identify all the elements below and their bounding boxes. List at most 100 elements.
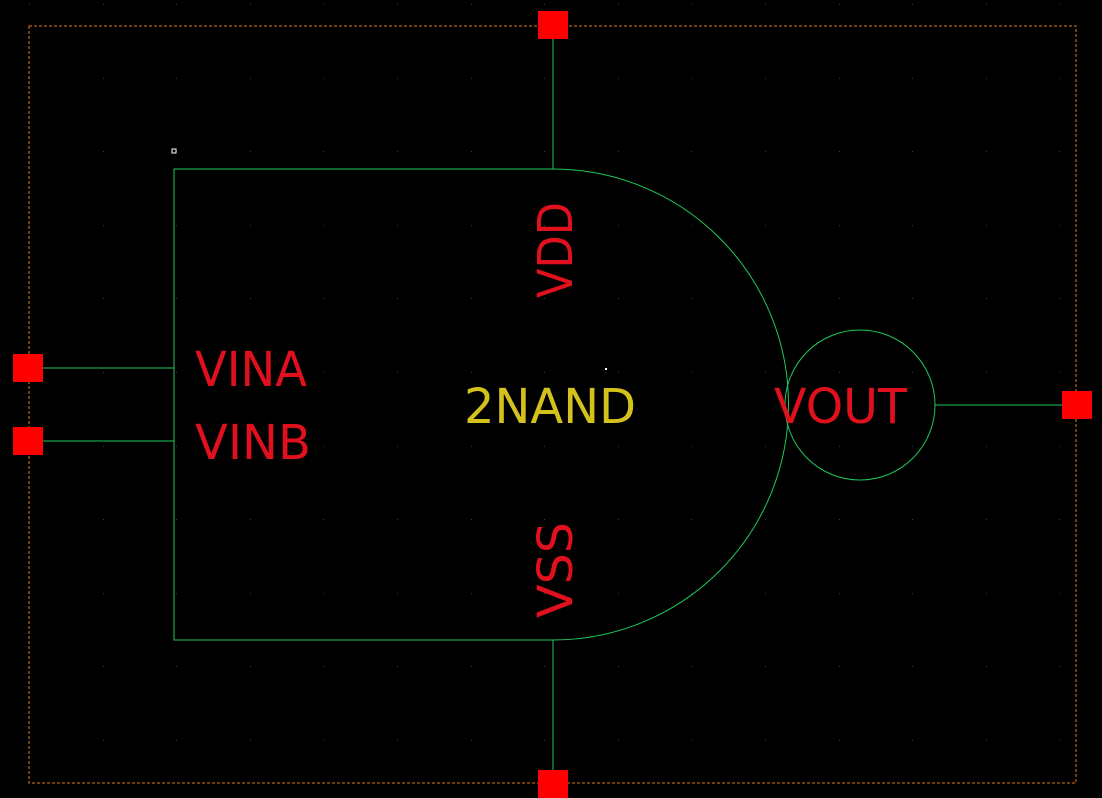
vss-label: VSS: [528, 522, 584, 618]
grid-dot: [176, 666, 177, 667]
grid-dot: [691, 225, 692, 226]
grid-dot: [691, 593, 692, 594]
grid-dot: [103, 519, 104, 520]
grid-dot: [397, 372, 398, 373]
grid-dot: [1059, 4, 1060, 5]
grid-dot: [839, 4, 840, 5]
grid-dot: [986, 593, 987, 594]
grid-dot: [103, 666, 104, 667]
grid-dot: [839, 225, 840, 226]
grid-dot: [250, 78, 251, 79]
grid-dot: [103, 225, 104, 226]
grid-dot: [691, 78, 692, 79]
grid-dot: [176, 225, 177, 226]
grid-dot: [912, 151, 913, 152]
grid-dot: [471, 298, 472, 299]
grid-dot: [986, 446, 987, 447]
grid-dot: [912, 666, 913, 667]
grid-dot: [250, 666, 251, 667]
vinb-label: VINB: [195, 415, 311, 471]
grid-dot: [618, 4, 619, 5]
grid-dot: [103, 78, 104, 79]
grid-dot: [691, 446, 692, 447]
grid-dot: [176, 78, 177, 79]
grid-dot: [691, 372, 692, 373]
grid-dot: [103, 593, 104, 594]
grid-dot: [618, 446, 619, 447]
grid-dot: [765, 298, 766, 299]
grid-dot: [29, 4, 30, 5]
vina-label: VINA: [195, 342, 307, 398]
grid-dot: [323, 4, 324, 5]
grid-dot: [397, 740, 398, 741]
grid-dot: [986, 298, 987, 299]
grid-dot: [323, 151, 324, 152]
grid-dot: [765, 151, 766, 152]
grid-dot: [471, 740, 472, 741]
grid-dot: [544, 446, 545, 447]
grid-dot: [176, 372, 177, 373]
grid-dot: [1059, 666, 1060, 667]
grid-dot: [544, 151, 545, 152]
grid-dot: [691, 740, 692, 741]
grid-dot: [618, 372, 619, 373]
grid-dot: [29, 519, 30, 520]
vina-pin-square[interactable]: [13, 354, 43, 382]
origin-marker: [171, 148, 177, 154]
vss-pin-square[interactable]: [538, 770, 568, 798]
grid-dot: [544, 298, 545, 299]
grid-dot: [765, 372, 766, 373]
grid-dot: [691, 151, 692, 152]
grid-dot: [839, 446, 840, 447]
grid-dot: [1059, 446, 1060, 447]
grid-dot: [1059, 593, 1060, 594]
nand-gate-body[interactable]: [173, 168, 789, 641]
grid-dot: [765, 666, 766, 667]
grid-dot: [544, 78, 545, 79]
grid-dot: [250, 446, 251, 447]
grid-dot: [986, 78, 987, 79]
grid-dot: [618, 519, 619, 520]
grid-dot: [103, 298, 104, 299]
grid-dot: [839, 740, 840, 741]
grid-dot: [765, 78, 766, 79]
grid-dot: [1059, 151, 1060, 152]
grid-dot: [618, 740, 619, 741]
grid-dot: [912, 78, 913, 79]
grid-dot: [1059, 519, 1060, 520]
grid-dot: [323, 372, 324, 373]
grid-dot: [103, 372, 104, 373]
grid-dot: [544, 225, 545, 226]
grid-dot: [471, 519, 472, 520]
grid-dot: [544, 740, 545, 741]
grid-dot: [29, 740, 30, 741]
grid-dot: [250, 593, 251, 594]
grid-dot: [912, 225, 913, 226]
grid-dot: [176, 593, 177, 594]
grid-dot: [471, 593, 472, 594]
grid-dot: [103, 740, 104, 741]
grid-dot: [471, 666, 472, 667]
grid-dot: [176, 740, 177, 741]
grid-dot: [986, 4, 987, 5]
grid-dot: [323, 446, 324, 447]
grid-dot: [471, 151, 472, 152]
grid-dot: [765, 519, 766, 520]
grid-dot: [471, 446, 472, 447]
grid-dot: [471, 78, 472, 79]
grid-dot: [912, 593, 913, 594]
grid-dot: [250, 151, 251, 152]
grid-dot: [1059, 372, 1060, 373]
vinb-pin-square[interactable]: [13, 427, 43, 455]
grid-dot: [618, 225, 619, 226]
grid-dot: [397, 225, 398, 226]
grid-dot: [103, 446, 104, 447]
grid-dot: [397, 519, 398, 520]
vout-pin-square[interactable]: [1062, 391, 1092, 419]
vdd-pin-square[interactable]: [538, 11, 568, 39]
grid-dot: [691, 298, 692, 299]
grid-dot: [176, 446, 177, 447]
grid-dot: [839, 593, 840, 594]
